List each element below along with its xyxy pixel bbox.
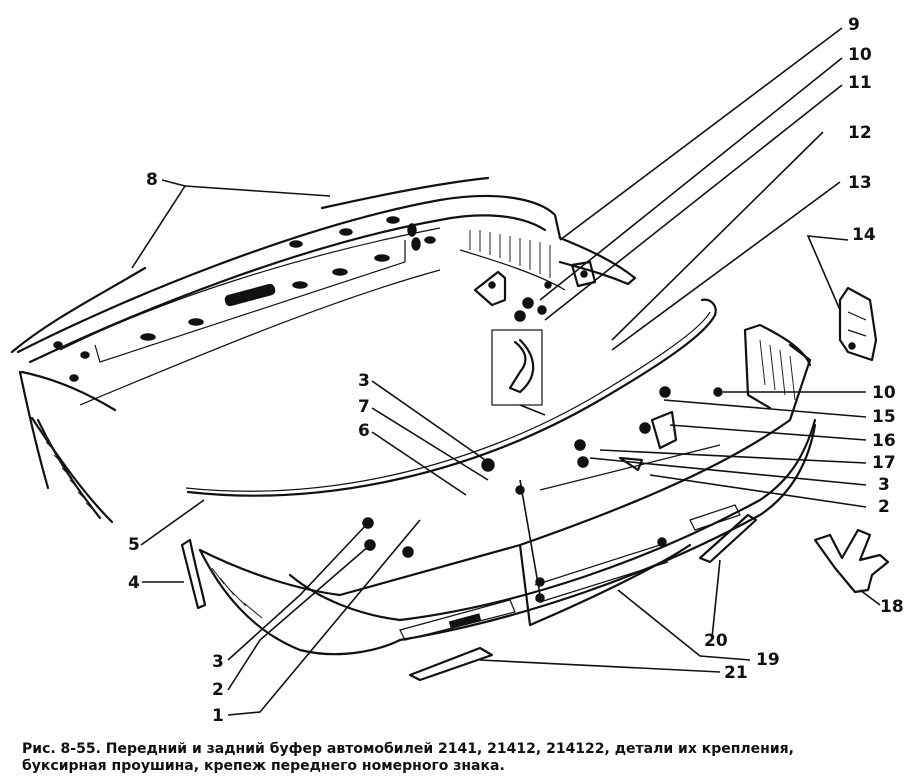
callout-14: 14 — [852, 225, 876, 245]
callout-10: 10 — [872, 383, 896, 403]
front-mounting-hardware — [362, 386, 723, 558]
leader-lines — [131, 27, 881, 716]
callout-7: 7 — [358, 397, 370, 417]
callout-2: 2 — [878, 497, 890, 517]
callout-8: 8 — [146, 170, 158, 190]
callout-4: 4 — [128, 573, 140, 593]
callout-17: 17 — [872, 453, 896, 473]
callout-13: 13 — [848, 173, 872, 193]
grille-lower — [408, 646, 494, 682]
callout-6: 6 — [358, 421, 370, 441]
figure-caption: Рис. 8-55. Передний и задний буфер автом… — [22, 741, 794, 774]
rear-bumper — [16, 194, 637, 524]
callout-19: 19 — [756, 650, 780, 670]
callout-10: 10 — [848, 45, 872, 65]
callout-3: 3 — [878, 475, 890, 495]
callout-21: 21 — [724, 663, 748, 683]
callout-11: 11 — [848, 73, 872, 93]
callout-9: 9 — [848, 15, 860, 35]
callout-labels: 9 10 11 12 13 14 8 3 7 6 10 15 16 17 3 2… — [128, 15, 904, 726]
rear-mounting-brackets — [473, 270, 552, 322]
callout-5: 5 — [128, 535, 140, 555]
callout-16: 16 — [872, 431, 896, 451]
callout-2: 2 — [212, 680, 224, 700]
callout-15: 15 — [872, 407, 896, 427]
callout-20: 20 — [704, 631, 728, 651]
towing-eye-inset — [491, 329, 543, 406]
callout-18: 18 — [880, 597, 904, 617]
grille-right — [698, 513, 758, 564]
callout-12: 12 — [848, 123, 872, 143]
plate-bracket — [838, 286, 878, 362]
rear-trim-strip — [10, 176, 490, 354]
side-trim-left — [180, 538, 207, 610]
callout-3: 3 — [358, 371, 370, 391]
retaining-clip — [813, 528, 890, 594]
bumper-seal — [185, 298, 717, 497]
callout-1: 1 — [212, 706, 224, 726]
callout-3: 3 — [212, 652, 224, 672]
